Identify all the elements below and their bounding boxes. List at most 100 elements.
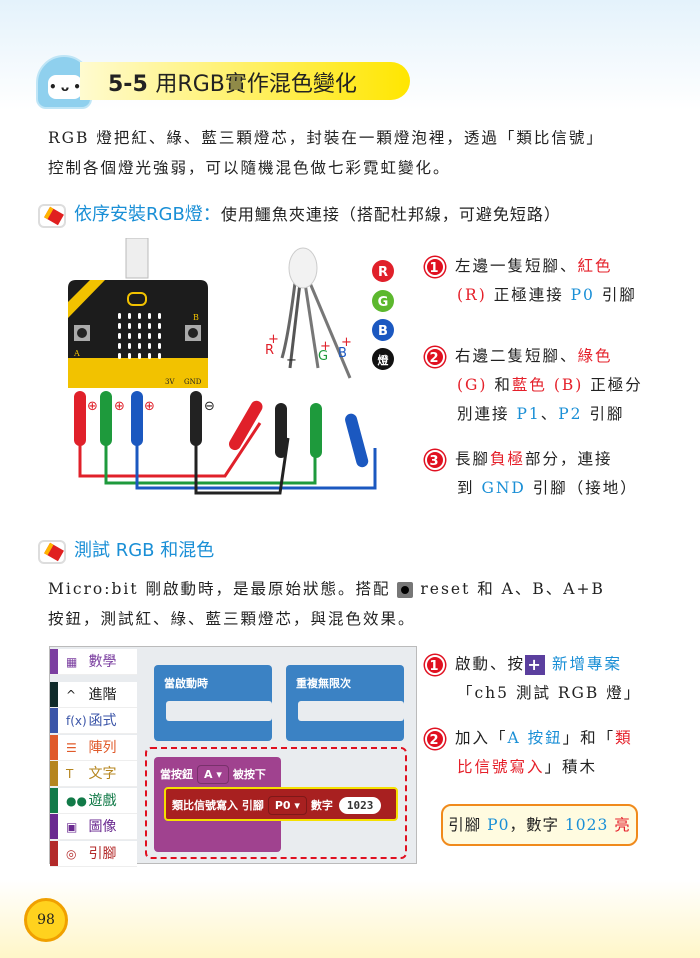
led-matrix	[118, 313, 161, 359]
text: 「ch5 測試 RGB 燈」	[457, 684, 642, 702]
led-dot	[118, 353, 121, 359]
category-icon: f(x)	[66, 714, 87, 728]
led-dot	[118, 313, 121, 319]
plus-sign: +	[341, 335, 352, 350]
category-5[interactable]: ●● 遊戲	[50, 787, 137, 814]
number-input[interactable]: 1023	[338, 797, 382, 814]
led-dot	[138, 313, 141, 319]
category-label: 圖像	[88, 819, 117, 835]
on-start-block[interactable]: 當啟動時	[154, 665, 272, 741]
text: P0	[487, 816, 510, 834]
led-dot	[148, 323, 151, 329]
hexagon-bullet-icon	[38, 203, 66, 228]
section-heading: 依序安裝RGB燈：	[74, 204, 221, 225]
section-title: 用RGB實作混色變化	[155, 72, 357, 97]
led-dot	[118, 333, 121, 339]
test-paragraph: Micro:bit 剛啟動時，是最原始狀態。搭配 reset 和 A、B、A+B…	[48, 574, 605, 634]
pin-label-b: B	[338, 346, 347, 361]
category-3[interactable]: ☰ 陣列	[50, 734, 137, 761]
text: 綠色	[577, 347, 613, 365]
category-label: 陣列	[88, 739, 117, 756]
intro-paragraph: RGB 燈把紅、綠、藍三顆燈芯，封裝在一顆燈泡裡，透過「類比信號」 控制各個燈光…	[48, 123, 604, 183]
robot-face: • ᴗ •	[48, 75, 82, 99]
category-1[interactable]: ^ 進階	[50, 681, 137, 708]
text: 左邊一隻短腳、	[455, 257, 578, 275]
text: 引腳	[448, 816, 488, 834]
text: 」積木	[544, 758, 598, 776]
block-label: 當按鈕	[160, 768, 193, 781]
intro-line: 控制各個燈光強弱，可以隨機混色做七彩霓虹變化。	[48, 159, 451, 177]
text: 負極	[490, 450, 526, 468]
intro-line: RGB 燈把紅、綠、藍三顆燈芯，封裝在一顆燈泡裡，透過「類比信號」	[48, 129, 604, 147]
text: P2	[558, 405, 583, 423]
pin-dropdown[interactable]: P0 ▾	[267, 796, 307, 815]
text: 引腳（接地）	[525, 479, 638, 497]
category-icon: ▣	[66, 820, 78, 834]
category-icon: ☰	[66, 740, 77, 755]
page-title: 5-5 用RGB實作混色變化	[108, 66, 357, 98]
negative-icon: ⊖	[204, 399, 215, 414]
pin-label-r: R	[265, 343, 274, 358]
text: 比信號寫入	[457, 758, 545, 776]
led-dot	[128, 353, 131, 359]
led-dot	[138, 353, 141, 359]
text: 」和「	[562, 729, 616, 747]
text: 正極分	[583, 376, 643, 394]
category-icon: ●●	[66, 793, 87, 808]
category-0[interactable]: ▦ 數學	[50, 649, 137, 675]
text: 別連接	[457, 405, 517, 423]
step-line: 別連接 P1、P2 引腳	[425, 400, 695, 429]
minus-sign: −	[286, 353, 297, 368]
block-label: 重複無限次	[296, 677, 351, 690]
text: 亮	[608, 816, 631, 834]
section-desc: 使用鱷魚夾連接（搭配杜邦線，可避免短路）	[220, 205, 561, 224]
text: 右邊二隻短腳、	[455, 347, 578, 365]
category-label: 函式	[88, 713, 117, 729]
led-dot	[158, 323, 161, 329]
button-dropdown[interactable]: A ▾	[197, 765, 229, 784]
text: 引腳	[582, 405, 625, 423]
positive-icon: ⊕	[87, 399, 98, 414]
text: Micro:bit 剛啟動時，是最原始狀態。搭配	[48, 580, 391, 598]
text: (G)	[457, 376, 488, 394]
text: 新增專案	[551, 655, 622, 673]
led-dot	[128, 323, 131, 329]
hexagon-bullet-icon	[38, 539, 66, 564]
led-dot	[118, 323, 121, 329]
led-dot	[128, 313, 131, 319]
category-label: 遊戲	[88, 792, 117, 809]
page-number: 98	[24, 898, 68, 942]
highlight-box	[145, 747, 407, 859]
led-dot	[148, 353, 151, 359]
reset-button-icon	[397, 582, 414, 598]
forever-block[interactable]: 重複無限次	[286, 665, 404, 741]
legend-g: G	[378, 295, 389, 310]
category-icon: ^	[66, 687, 77, 702]
usb-cable	[125, 238, 149, 279]
block-label: 當啟動時	[164, 677, 208, 690]
category-label: 數學	[88, 654, 117, 670]
text: 紅色	[577, 257, 613, 275]
category-4[interactable]: T 文字	[50, 761, 137, 787]
text: 按鈕，測試紅、綠、藍三顆燈芯，與混色效果。	[48, 610, 416, 628]
text: 加入「	[455, 729, 508, 747]
led-dot	[138, 323, 141, 329]
label-a: A	[73, 349, 80, 358]
category-label: 引腳	[88, 845, 117, 862]
legend-b: B	[378, 324, 388, 339]
led-dot	[128, 343, 131, 349]
pin-label-g: G	[318, 349, 328, 364]
text: P0	[570, 286, 595, 304]
text: A 按鈕	[507, 729, 563, 747]
label-b: B	[193, 313, 199, 322]
category-label: 文字	[88, 766, 117, 782]
category-2[interactable]: f(x) 函式	[50, 708, 137, 734]
category-7[interactable]: ◎ 引腳	[50, 840, 137, 867]
category-6[interactable]: ▣ 圖像	[50, 814, 137, 840]
alligator-clips	[74, 391, 369, 468]
